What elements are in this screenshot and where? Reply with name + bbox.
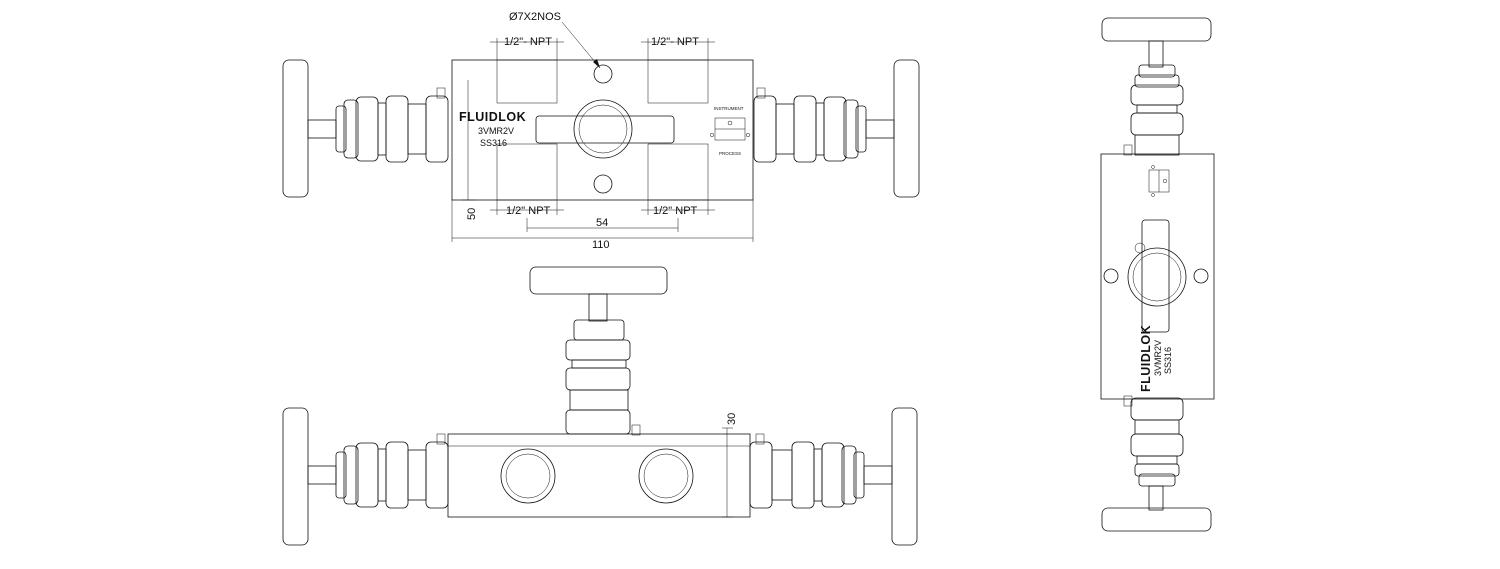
- mounting-hole-icon: [593, 64, 613, 84]
- thread-port-icon: [647, 143, 709, 201]
- port-opening-icon: [638, 448, 694, 504]
- bonnet-left-icon: [335, 433, 449, 509]
- handwheel-top-icon: [529, 266, 668, 295]
- handwheel-left-icon: [282, 59, 309, 198]
- tee-handle-icon: [535, 115, 675, 144]
- model-label: 3VMR2V: [478, 126, 514, 136]
- mounting-hole-icon: [1134, 242, 1146, 254]
- model-label: 3VMR2V: [1153, 340, 1163, 376]
- handle-green-icon: [573, 99, 633, 159]
- dim-width-label: 110: [592, 239, 610, 251]
- handwheel-bottom-icon: [1101, 507, 1212, 532]
- dim-center-label: 54: [596, 217, 608, 229]
- port-top-left-label: 1/2"- NPT: [504, 36, 552, 48]
- handwheel-left-icon: [282, 407, 309, 546]
- mounting-hole-icon: [1193, 268, 1209, 284]
- front-view: 30: [282, 266, 918, 546]
- dim-height-label: 50: [466, 208, 478, 220]
- manifold-body-front: [447, 433, 751, 518]
- manifold-body-side: [1100, 153, 1215, 400]
- port-top-right-label: 1/2"- NPT: [651, 36, 699, 48]
- thread-port-icon: [496, 59, 558, 104]
- handwheel-right-icon: [891, 407, 918, 546]
- mounting-hole-icon: [593, 174, 613, 194]
- bonnet-right-icon: [749, 433, 865, 509]
- material-label: SS316: [480, 138, 507, 148]
- flow-schematic-icon: [1148, 165, 1170, 197]
- port-opening-icon: [500, 448, 556, 504]
- process-label: PROCESS: [719, 151, 741, 156]
- hole-callout: Ø7X2NOS: [509, 11, 561, 23]
- side-view: FLUIDLOK 3VMR2V SS316: [1100, 17, 1215, 532]
- bonnet-left-icon: [335, 87, 449, 163]
- dim-depth-label: 30: [726, 413, 738, 425]
- port-bottom-left-label: 1/2" NPT: [506, 205, 551, 217]
- brand-label: FLUIDLOK: [1139, 325, 1153, 392]
- top-view: INSTRUMENT PROCESS FLUIDLOK 3VMR2V SS316…: [282, 11, 920, 251]
- instrument-label: INSTRUMENT: [714, 106, 744, 111]
- port-bottom-right-label: 1/2" NPT: [653, 205, 698, 217]
- brand-label: FLUIDLOK: [459, 110, 526, 124]
- mounting-hole-icon: [1103, 268, 1119, 284]
- bonnet-right-icon: [753, 87, 867, 163]
- handwheel-top-icon: [1101, 17, 1212, 42]
- bonnet-green-icon: [573, 319, 625, 341]
- tee-handle-icon: [1141, 219, 1170, 333]
- handwheel-right-icon: [893, 59, 920, 198]
- material-label: SS316: [1163, 347, 1173, 374]
- manifold-body-top: [451, 59, 754, 201]
- flow-schematic-icon: [709, 117, 751, 141]
- thread-port-icon: [647, 59, 709, 104]
- handle-green-icon: [1127, 247, 1187, 307]
- thread-port-icon: [496, 143, 558, 201]
